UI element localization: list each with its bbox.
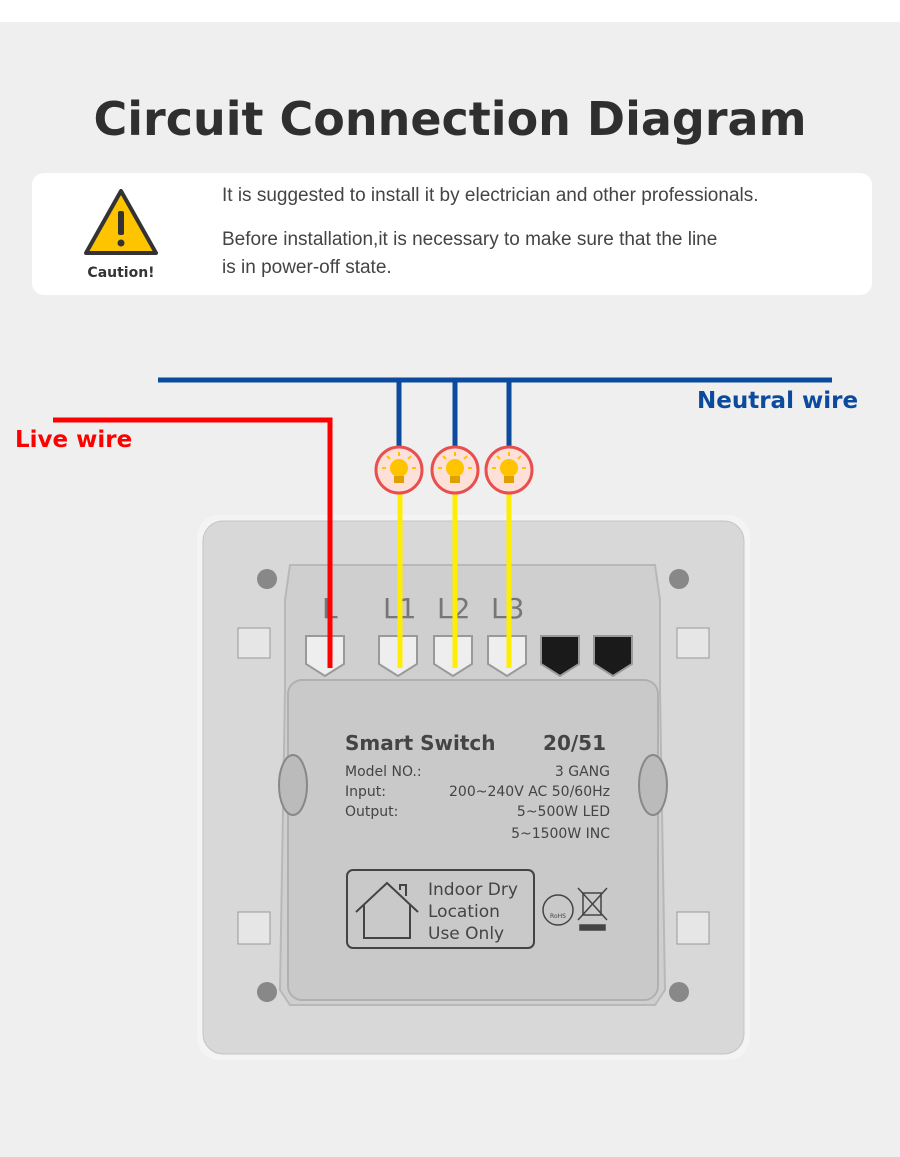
caution-text-1: It is suggested to install it by electri… — [222, 185, 759, 206]
output-label: Output: — [345, 804, 398, 820]
indoor-text-1: Indoor Dry — [428, 880, 518, 900]
house-icon — [355, 881, 419, 939]
model-label: Model NO.: — [345, 764, 422, 780]
rohs-text: RoHS — [550, 913, 566, 920]
warning-icon — [84, 189, 158, 255]
bulb-icon — [484, 445, 534, 495]
live-wire — [53, 417, 333, 668]
output-value-inc: 5~1500W INC — [511, 826, 610, 842]
neutral-wire-label: Neutral wire — [697, 388, 859, 414]
caution-text-2: Before installation,it is necessary to m… — [222, 229, 718, 250]
weee-bin-icon — [577, 887, 608, 931]
bulb-icons — [374, 445, 534, 495]
live-wire-label: Live wire — [15, 427, 133, 453]
product-code: 20/51 — [543, 731, 606, 755]
caution-label: Caution! — [87, 265, 155, 281]
top-strip — [0, 0, 900, 22]
input-label: Input: — [345, 784, 386, 800]
load-wires — [397, 493, 512, 668]
input-value: 200~240V AC 50/60Hz — [449, 784, 610, 800]
model-value: 3 GANG — [555, 764, 610, 780]
neutral-drops — [396, 380, 512, 447]
bulb-icon — [374, 445, 424, 495]
caution-box: Caution! It is suggested to install it b… — [32, 173, 872, 295]
output-value-led: 5~500W LED — [517, 804, 610, 820]
page-title: Circuit Connection Diagram — [93, 92, 807, 146]
product-name: Smart Switch — [345, 731, 496, 755]
bulb-icon — [430, 445, 480, 495]
product-label: Smart Switch 20/51 Model NO.: 3 GANG Inp… — [345, 731, 610, 949]
indoor-text-3: Use Only — [428, 924, 504, 944]
rohs-icon — [542, 894, 574, 926]
caution-text-3: is in power-off state. — [222, 257, 392, 278]
indoor-text-2: Location — [428, 902, 500, 922]
